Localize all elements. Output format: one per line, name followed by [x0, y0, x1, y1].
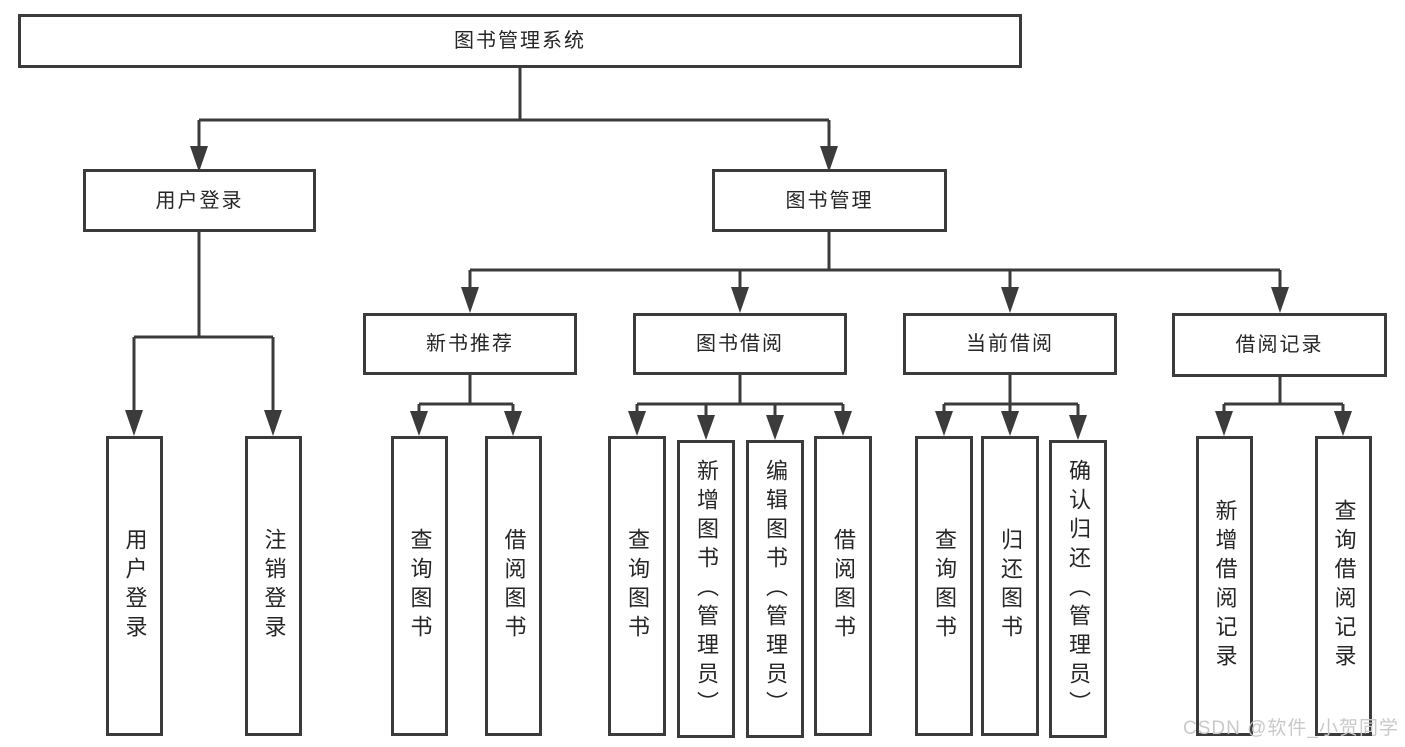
leaf-query-books-recommend: 查询图书: [391, 436, 448, 736]
node-new-book-recommend-label: 新书推荐: [426, 333, 514, 355]
leaf-add-borrow-record: 新增借阅记录: [1196, 436, 1253, 736]
node-new-book-recommend: 新书推荐: [363, 313, 577, 375]
leaf-confirm-return-admin-label: 确认归还（管理员）: [1066, 458, 1091, 720]
leaf-borrow-books-recommend-label: 借阅图书: [501, 528, 527, 644]
leaf-borrow-books: 借阅图书: [814, 436, 872, 736]
node-borrow-records: 借阅记录: [1172, 313, 1387, 377]
leaf-add-book-admin: 新增图书（管理员）: [677, 440, 735, 738]
node-book-borrow-label: 图书借阅: [696, 333, 784, 355]
leaf-confirm-return-admin: 确认归还（管理员）: [1049, 440, 1107, 738]
node-book-management: 图书管理: [712, 169, 947, 232]
node-current-borrow: 当前借阅: [903, 313, 1117, 375]
leaf-borrow-books-label: 借阅图书: [831, 528, 856, 644]
csdn-watermark: CSDN @软件_小贺同学: [1183, 718, 1399, 739]
node-library-system-label: 图书管理系统: [454, 30, 586, 52]
node-borrow-records-label: 借阅记录: [1235, 334, 1324, 356]
leaf-return-book: 归还图书: [981, 436, 1039, 736]
leaf-logout: 注销登录: [245, 436, 302, 736]
leaf-add-borrow-record-label: 新增借阅记录: [1212, 499, 1238, 673]
leaf-query-books-borrow: 查询图书: [608, 436, 666, 736]
leaf-borrow-books-recommend: 借阅图书: [485, 436, 542, 736]
node-user-login-label: 用户登录: [155, 189, 244, 212]
leaf-edit-book-admin-label: 编辑图书（管理员）: [763, 458, 788, 720]
leaf-return-book-label: 归还图书: [998, 528, 1023, 644]
leaf-query-borrow-record: 查询借阅记录: [1315, 436, 1372, 736]
leaf-query-books-borrow-label: 查询图书: [625, 528, 650, 644]
node-user-login: 用户登录: [83, 169, 316, 232]
node-current-borrow-label: 当前借阅: [966, 333, 1054, 355]
node-book-management-label: 图书管理: [785, 189, 874, 212]
leaf-query-borrow-record-label: 查询借阅记录: [1331, 499, 1357, 673]
leaf-query-books-current-label: 查询图书: [932, 528, 957, 644]
leaf-edit-book-admin: 编辑图书（管理员）: [746, 440, 804, 738]
leaf-logout-label: 注销登录: [261, 528, 287, 644]
leaf-user-login: 用户登录: [106, 436, 163, 736]
node-book-borrow: 图书借阅: [633, 313, 847, 375]
leaf-query-books-current: 查询图书: [915, 436, 973, 736]
leaf-add-book-admin-label: 新增图书（管理员）: [694, 458, 719, 720]
node-library-system: 图书管理系统: [18, 14, 1022, 68]
leaf-query-books-recommend-label: 查询图书: [407, 528, 433, 644]
leaf-user-login-label: 用户登录: [122, 528, 148, 644]
